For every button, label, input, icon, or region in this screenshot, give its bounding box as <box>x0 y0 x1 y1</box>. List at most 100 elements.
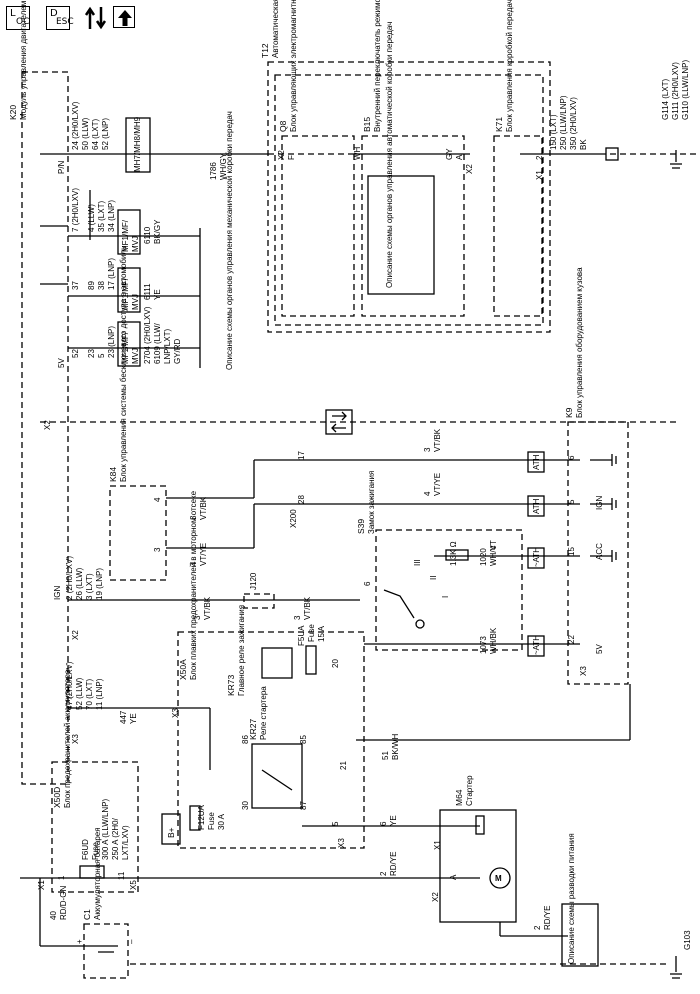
wire-6111-color: YE <box>153 289 162 300</box>
k9-ground-1 <box>590 454 617 466</box>
kr27-label: KR27 <box>248 718 258 740</box>
f5ua-fuse: Fuse <box>307 624 316 642</box>
b15-a: A <box>455 154 464 160</box>
ath-1 <box>527 451 545 473</box>
up-arrow-icon <box>118 10 132 26</box>
x2-ign: X2 <box>71 630 80 640</box>
k20-ign: IGN <box>53 586 62 600</box>
k20-name: Модуль управления двигателем <box>19 1 28 120</box>
resistor-icon <box>445 549 469 561</box>
s39-label: S39 <box>356 519 366 534</box>
c1-name: Аккумуляторная батарея <box>93 827 102 920</box>
c1-box <box>83 923 129 979</box>
k9-5v: 5V <box>595 644 604 654</box>
wire-6109: 6109 (LLW/ <box>153 322 162 364</box>
swap-link-icon[interactable] <box>325 409 353 435</box>
t12-box <box>267 61 551 333</box>
k71-box <box>493 135 543 317</box>
wire-4b: 4 <box>423 491 432 496</box>
b15-gy: GY <box>445 148 454 160</box>
pin-87: 87 <box>299 801 308 810</box>
k71-wire-250: 250 (LLW/LNP) <box>559 95 568 150</box>
wire-3d: 3 <box>293 615 302 620</box>
wire-40: 40 <box>49 911 58 920</box>
x50d-name: Блок предохранителей аккумулятора <box>63 669 72 808</box>
wire-vtye-b: VT/YE <box>433 473 442 496</box>
k71-wire-150: 150 (LXT) <box>549 114 558 150</box>
m64-pin-a: A <box>449 874 458 880</box>
mf-box-2 <box>117 267 141 313</box>
ign-pin-c: 3 (LXT) <box>85 573 94 600</box>
wire-3c: 3 <box>193 615 202 620</box>
j120-label: J120 <box>249 572 258 590</box>
manual-see-reference[interactable]: Описание схемы органов управления механи… <box>225 111 234 370</box>
pin-86: 86 <box>241 735 250 744</box>
kr73-relay-icon <box>261 647 293 679</box>
wire-6-color: YE <box>389 815 398 826</box>
swap-arrows-icon[interactable] <box>84 5 108 31</box>
location-button-letter: L <box>10 8 16 19</box>
b15-box <box>361 135 465 317</box>
pin-2h0: 7 (2H0/LXV) <box>71 188 80 232</box>
k20-pin-a: 24 (2H0/LXV) <box>71 101 80 150</box>
s39-pin-4: 4 <box>489 545 498 550</box>
power-see-reference[interactable]: Описание схемы разводки питания <box>567 833 576 964</box>
wire-2a-color: RD/YE <box>389 852 398 876</box>
x50d-x5: X5 <box>129 880 138 890</box>
f12ua-fuse: Fuse <box>207 812 216 830</box>
description-button[interactable]: D ESC <box>46 6 74 30</box>
wire-1020: 1020 <box>479 548 488 566</box>
up-arrow-button[interactable] <box>113 6 135 28</box>
m64-box <box>439 809 517 923</box>
pin-lnp: 34 (LNP) <box>107 200 116 232</box>
ign-pin-b: 26 (LLW) <box>75 567 84 600</box>
pin-llw: 4 (LLW) <box>87 204 96 232</box>
k9-pin-5: 5 <box>567 499 576 504</box>
q8-f: F <box>287 155 296 160</box>
pos-iii: III <box>413 559 422 566</box>
k71-label: K71 <box>494 117 504 132</box>
ath-label-1: ATH <box>532 454 541 470</box>
wire-447-color: YE <box>129 713 138 724</box>
x3-label-b: X3 <box>337 838 346 848</box>
mf-label-3b: MVJ <box>131 348 140 364</box>
switch-contact <box>383 589 415 619</box>
kr73-label: KR73 <box>226 674 236 696</box>
k20-pin-d: 52 (LNP) <box>101 118 110 150</box>
wire-1786-color: WH/GY <box>219 152 228 180</box>
q8-name: Блок управляющих электромагнитных клапан… <box>289 0 298 132</box>
wire-6: 6 <box>379 821 388 826</box>
pin-17-lnp: 17 (LNP) <box>107 258 116 290</box>
wire-6111: 6111 <box>143 283 152 300</box>
m64-name: Стартер <box>465 775 474 806</box>
f5ua-fuse-icon <box>305 645 317 675</box>
ath-2 <box>527 495 545 517</box>
mf-box-3 <box>117 321 141 367</box>
pin-52: 52 <box>71 349 80 358</box>
ign-pin-d: 19 (LNP) <box>95 568 104 600</box>
k9-label: K9 <box>564 407 574 418</box>
wire-2b: 2 <box>533 925 542 930</box>
f6ud-label: F6UD <box>81 839 90 860</box>
battery-plus: + <box>75 939 84 944</box>
b15-see-box <box>367 175 435 295</box>
k71-pin-2: 2 <box>535 155 544 160</box>
pos-ii: II <box>429 576 438 580</box>
pos-i: I <box>441 596 450 598</box>
t12-see-reference[interactable]: Описание схемы органов управления автома… <box>385 22 394 288</box>
x50d-pin-1: 1 <box>57 875 66 880</box>
wire-40-color: RD/D-GN <box>59 886 68 920</box>
pin-38: 38 <box>97 281 106 290</box>
location-button[interactable]: L OC <box>6 6 30 30</box>
pin-21: 21 <box>339 761 348 770</box>
f6ud-amp-2: 250 A (2H0/ <box>111 817 120 860</box>
wire-1020-color: WH/VT <box>489 540 498 566</box>
x3-label-a: X3 <box>171 708 180 718</box>
k71-name: Блок управления коробкой передач <box>505 0 514 132</box>
pin-5b: 5 <box>331 821 340 826</box>
t12-inner-box <box>274 74 544 326</box>
wire-3a: 3 <box>189 515 198 520</box>
k9-acc: ACC <box>595 543 604 560</box>
wire-2a: 2 <box>379 871 388 876</box>
